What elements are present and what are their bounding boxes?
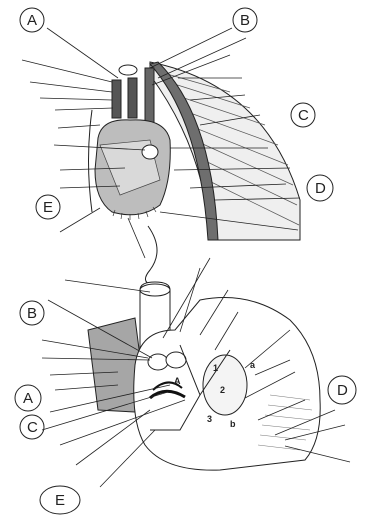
svg-text:C: C (27, 419, 38, 436)
marker-3: 3 (207, 414, 212, 424)
top-callout-D: D (307, 175, 333, 201)
vessel-mid (145, 68, 154, 123)
top-callout-A: A (20, 8, 44, 32)
marker-b: b (230, 419, 236, 429)
vessel-top (119, 65, 137, 75)
top-callout-B: B (233, 8, 257, 32)
bottom-callout-E: E (40, 486, 80, 514)
svg-text:D: D (337, 382, 348, 399)
bottom-callout-C: C (20, 415, 44, 439)
marker-2: 2 (220, 385, 225, 395)
svg-text:B: B (27, 305, 37, 322)
svg-text:A: A (27, 12, 37, 29)
top-diagram: A B C D E (20, 8, 333, 258)
aorta-opening (140, 284, 170, 296)
vessel-left (112, 80, 121, 118)
vessel-right (128, 78, 137, 118)
svg-text:E: E (43, 199, 53, 216)
marker-1: 1 (213, 363, 218, 373)
top-callout-E: E (36, 195, 60, 219)
valve-small-left (148, 354, 168, 370)
connector-line (145, 226, 157, 285)
valve-small-right (166, 352, 186, 368)
bottom-callout-D: D (328, 376, 356, 404)
svg-text:D: D (315, 180, 326, 197)
svg-text:A: A (23, 390, 33, 407)
bottom-callout-B: B (20, 301, 44, 325)
svg-text:C: C (298, 107, 309, 124)
marker-A-inner: A (174, 376, 181, 386)
bottom-diagram: 1 2 3 a b A B A C D E (15, 258, 356, 514)
bottom-callout-A: A (15, 385, 41, 411)
top-callout-C: C (291, 103, 315, 127)
svg-text:B: B (240, 12, 250, 29)
top-valve-ring (142, 145, 158, 159)
svg-text:E: E (55, 492, 65, 509)
